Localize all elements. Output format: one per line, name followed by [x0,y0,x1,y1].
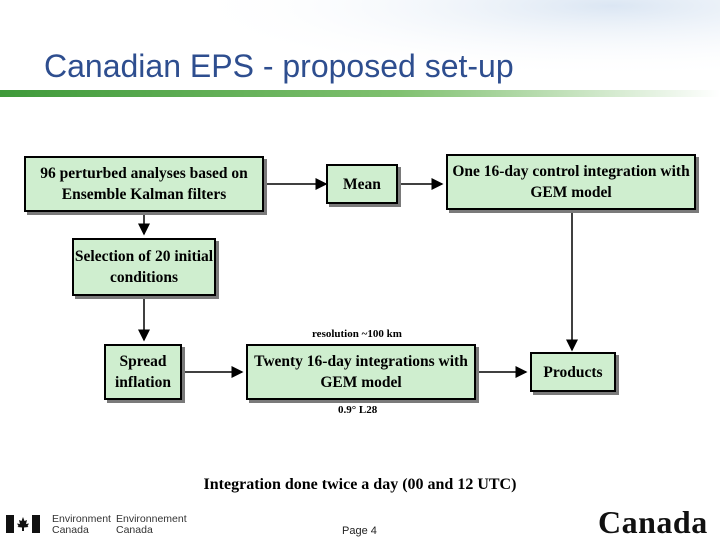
slide-title: Canadian EPS - proposed set-up [44,48,514,84]
box-products: Products [530,352,616,392]
box-mean-text: Mean [343,175,381,193]
dept-en-line1: Environment [52,513,111,525]
box-selection: Selection of 20 initial conditions [72,238,216,296]
page-number: Page 4 [342,525,377,537]
box-twenty-integrations-text: Twenty 16-day integrations with GEM mode… [254,353,468,391]
box-selection-text: Selection of 20 initial conditions [74,248,214,286]
integration-note: Integration done twice a day (00 and 12 … [203,476,517,493]
footer-decoration [0,510,720,540]
box-control-integration: One 16-day control integration with GEM … [446,154,696,210]
canada-flag-icon [6,515,40,533]
resolution-label: resolution ~100 km [312,328,402,340]
dept-name-french: Environnement Canada [116,514,187,536]
box-spread-inflation: Spread inflation [104,344,182,400]
box-control-integration-text: One 16-day control integration with GEM … [452,163,690,201]
box-perturbed-analyses-text: 96 perturbed analyses based on Ensemble … [40,165,248,203]
box-perturbed-analyses: 96 perturbed analyses based on Ensemble … [24,156,264,212]
box-products-text: Products [543,363,603,381]
box-spread-inflation-text: Spread inflation [115,353,171,391]
canada-wordmark: Canada [598,504,708,540]
dept-name-english: Environment Canada [52,514,111,536]
box-mean: Mean [326,164,398,204]
box-twenty-integrations: Twenty 16-day integrations with GEM mode… [246,344,476,400]
dept-fr-line1: Environnement [116,513,187,525]
grid-label: 0.9° L28 [338,404,378,416]
dept-en-line2: Canada [52,524,89,536]
dept-fr-line2: Canada [116,524,153,536]
